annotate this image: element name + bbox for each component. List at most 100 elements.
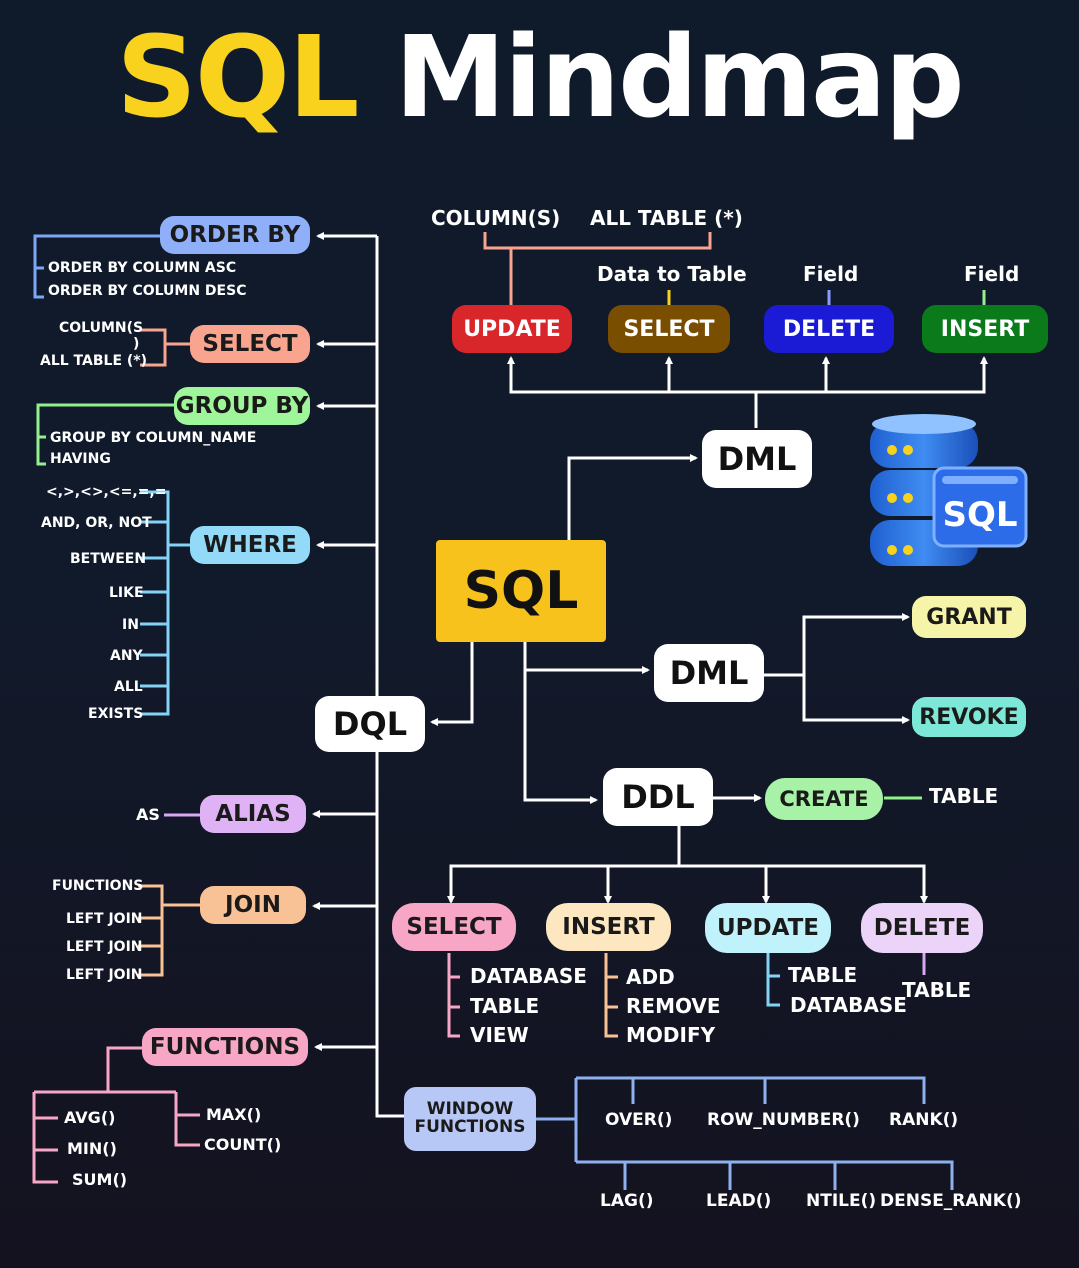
ddl-select-node: SELECT	[392, 903, 516, 951]
dml-label: DML	[717, 440, 797, 478]
group-by-child: HAVING	[50, 451, 111, 467]
revoke-node: REVOKE	[912, 697, 1026, 737]
dql-select-child: COLUMN(S	[59, 320, 144, 336]
dml-select-label: SELECT	[623, 316, 715, 342]
where-child: LIKE	[109, 585, 144, 601]
alias-node: ALIAS	[200, 795, 306, 833]
title-mindmap: Mindmap	[394, 13, 965, 143]
ddl-insert-node: INSERT	[546, 903, 671, 951]
dml-insert-label: INSERT	[940, 316, 1030, 342]
dql-select-node: SELECT	[190, 325, 310, 363]
ddl-update-label: UPDATE	[716, 915, 820, 941]
dql-select-child: )	[133, 336, 140, 352]
ddl-update-child: TABLE	[788, 963, 858, 987]
join-child: LEFT JOIN	[66, 939, 143, 955]
window-bottom-child: LEAD()	[706, 1191, 772, 1211]
dml-select-node: SELECT	[608, 305, 730, 353]
update-child-columns: COLUMN(S)	[431, 206, 561, 230]
grant-label: GRANT	[926, 604, 1012, 630]
functions-child: MAX()	[206, 1105, 262, 1124]
create-child-table: TABLE	[929, 784, 999, 808]
where-child: ANY	[110, 648, 143, 664]
ddl-update-node: UPDATE	[705, 903, 831, 953]
where-child: AND, OR, NOT	[41, 515, 152, 531]
delete-child-field: Field	[803, 262, 859, 286]
group-by-child: GROUP BY COLUMN_NAME	[50, 430, 257, 446]
join-node: JOIN	[200, 886, 306, 924]
functions-child: COUNT()	[204, 1135, 282, 1154]
join-child: LEFT JOIN	[66, 967, 143, 983]
where-child: IN	[122, 617, 139, 633]
ddl-select-child: VIEW	[470, 1023, 529, 1047]
window-functions-node: WINDOW FUNCTIONS	[404, 1087, 536, 1151]
create-node: CREATE	[765, 778, 883, 820]
dql-select-label: SELECT	[202, 331, 298, 357]
dml-delete-label: DELETE	[782, 316, 876, 342]
dcl-node: DML	[654, 644, 764, 702]
ddl-delete-child: TABLE	[902, 978, 972, 1002]
insert-child-field: Field	[964, 262, 1020, 286]
ddl-insert-child: ADD	[626, 965, 675, 989]
where-child: EXISTS	[88, 706, 144, 722]
ddl-insert-child: MODIFY	[626, 1023, 716, 1047]
join-child: LEFT JOIN	[66, 911, 143, 927]
grant-node: GRANT	[912, 596, 1026, 638]
order-by-child: ORDER BY COLUMN DESC	[48, 283, 247, 299]
dml-update-label: UPDATE	[463, 316, 561, 342]
join-label: JOIN	[225, 892, 281, 918]
dml-node: DML	[702, 430, 812, 488]
ddl-node: DDL	[603, 768, 713, 826]
title-sql: SQL	[116, 13, 359, 143]
update-child-all-table: ALL TABLE (*)	[590, 206, 743, 230]
functions-label: FUNCTIONS	[149, 1034, 301, 1060]
page-title: SQL Mindmap	[0, 22, 1079, 134]
database-sql-icon: SQL	[870, 414, 1028, 566]
functions-child: MIN()	[67, 1139, 117, 1158]
ddl-select-label: SELECT	[406, 914, 502, 940]
window-bottom-child: LAG()	[600, 1191, 654, 1211]
functions-child: AVG()	[64, 1108, 116, 1127]
alias-label: ALIAS	[215, 801, 291, 827]
create-label: CREATE	[779, 787, 869, 811]
functions-child: SUM()	[72, 1170, 128, 1189]
dql-label: DQL	[332, 705, 408, 743]
dml-insert-node: INSERT	[922, 305, 1048, 353]
window-bottom-child: DENSE_RANK()	[880, 1191, 1022, 1211]
functions-node: FUNCTIONS	[142, 1028, 308, 1066]
database-sql-icon-text: SQL	[942, 495, 1017, 535]
sql-root-node: SQL	[436, 540, 606, 642]
sql-root-label: SQL	[463, 561, 579, 621]
where-child: <,>,<>,<=,=,=	[46, 484, 167, 500]
dql-node: DQL	[315, 696, 425, 752]
window-top-child: OVER()	[605, 1110, 673, 1130]
window-top-child: ROW_NUMBER()	[707, 1110, 860, 1130]
alias-child: AS	[136, 805, 160, 824]
where-child: BETWEEN	[70, 551, 147, 567]
order-by-label: ORDER BY	[169, 222, 301, 248]
ddl-label: DDL	[621, 778, 695, 816]
where-child: ALL	[114, 679, 143, 695]
group-by-node: GROUP BY	[174, 387, 310, 425]
dcl-label: DML	[669, 654, 749, 692]
group-by-label: GROUP BY	[175, 393, 309, 419]
join-child: FUNCTIONS	[52, 878, 144, 894]
ddl-insert-label: INSERT	[562, 914, 655, 940]
ddl-delete-label: DELETE	[873, 915, 971, 941]
dml-update-node: UPDATE	[452, 305, 572, 353]
ddl-select-child: DATABASE	[470, 964, 587, 988]
ddl-delete-node: DELETE	[861, 903, 983, 953]
revoke-label: REVOKE	[919, 704, 1019, 730]
where-node: WHERE	[190, 526, 310, 564]
window-line1: WINDOW	[426, 1099, 514, 1120]
select-child-data: Data to Table	[597, 262, 747, 286]
dql-select-child: ALL TABLE (*)	[40, 353, 147, 369]
dml-delete-node: DELETE	[764, 305, 894, 353]
order-by-node: ORDER BY	[160, 216, 310, 254]
ddl-insert-child: REMOVE	[626, 994, 721, 1018]
ddl-update-child: DATABASE	[790, 993, 907, 1017]
window-bottom-child: NTILE()	[806, 1191, 877, 1211]
window-top-child: RANK()	[889, 1110, 959, 1130]
ddl-select-child: TABLE	[470, 994, 540, 1018]
window-line2: FUNCTIONS	[414, 1117, 526, 1137]
